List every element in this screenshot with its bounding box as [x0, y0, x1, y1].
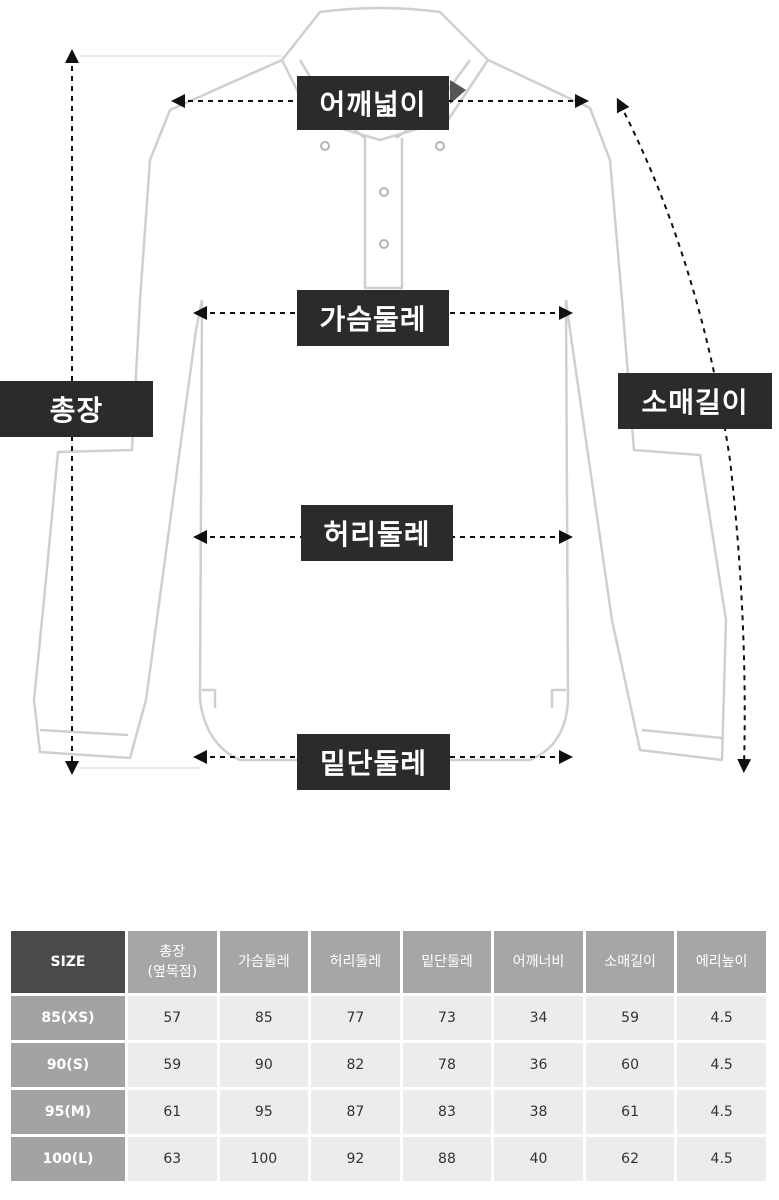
hem-label: 밑단둘레 — [297, 734, 450, 790]
table-cell: 77 — [311, 996, 400, 1040]
size-header: SIZE — [11, 931, 125, 993]
total-length-label: 총장 — [0, 381, 153, 437]
sleeve-arrow — [616, 97, 752, 773]
table-cell: 4.5 — [677, 1090, 766, 1134]
table-cell: 63 — [128, 1137, 217, 1181]
table-cell: 60 — [585, 1043, 675, 1087]
waist-label: 허리둘레 — [301, 505, 453, 561]
table-cell: 4.5 — [677, 1043, 766, 1087]
table-cell: 61 — [128, 1090, 217, 1134]
chest-label: 가슴둘레 — [297, 290, 449, 346]
table-cell: 57 — [128, 996, 217, 1040]
table-cell: 40 — [494, 1137, 583, 1181]
column-header-waist: 허리둘레 — [311, 931, 400, 993]
size-cell: 100(L) — [11, 1137, 125, 1181]
size-cell: 85(XS) — [11, 996, 125, 1040]
table-cell: 100 — [219, 1137, 309, 1181]
table-cell: 78 — [402, 1043, 492, 1087]
table-cell: 88 — [402, 1137, 492, 1181]
column-header-collar: 에리높이 — [677, 931, 766, 993]
column-header-total-length: 총장 (옆목점) — [128, 931, 217, 993]
table-cell: 95 — [219, 1090, 309, 1134]
column-header-hem: 밑단둘레 — [402, 931, 492, 993]
size-table: SIZE 총장 (옆목점) 가슴둘레 허리둘레 밑단둘레 어깨너비 소매길이 에… — [8, 928, 769, 1184]
collar-button — [320, 141, 330, 151]
column-header-shoulder: 어깨너비 — [494, 931, 583, 993]
table-cell: 62 — [585, 1137, 675, 1181]
table-cell: 36 — [494, 1043, 583, 1087]
shoulder-label: 어깨넓이 — [297, 76, 449, 130]
table-cell: 59 — [128, 1043, 217, 1087]
sleeve-label: 소매길이 — [618, 373, 772, 429]
table-row: 100(L) 63 100 92 88 40 62 4.5 — [11, 1137, 766, 1181]
table-row: 85(XS) 57 85 77 73 34 59 4.5 — [11, 996, 766, 1040]
buttons — [320, 141, 445, 249]
table-cell: 85 — [219, 996, 309, 1040]
table-cell: 4.5 — [677, 1137, 766, 1181]
table-cell: 73 — [402, 996, 492, 1040]
table-cell: 82 — [311, 1043, 400, 1087]
table-row: 95(M) 61 95 87 83 38 61 4.5 — [11, 1090, 766, 1134]
column-header-sleeve: 소매길이 — [585, 931, 675, 993]
collar-button — [435, 141, 445, 151]
size-cell: 95(M) — [11, 1090, 125, 1134]
table-cell: 61 — [585, 1090, 675, 1134]
shirt-button — [379, 239, 389, 249]
table-cell: 38 — [494, 1090, 583, 1134]
table-cell: 4.5 — [677, 996, 766, 1040]
column-header-chest: 가슴둘레 — [219, 931, 309, 993]
size-cell: 90(S) — [11, 1043, 125, 1087]
table-row: 90(S) 59 90 82 78 36 60 4.5 — [11, 1043, 766, 1087]
table-cell: 90 — [219, 1043, 309, 1087]
table-cell: 83 — [402, 1090, 492, 1134]
table-cell: 34 — [494, 996, 583, 1040]
table-cell: 59 — [585, 996, 675, 1040]
shirt-button — [379, 187, 389, 197]
table-cell: 92 — [311, 1137, 400, 1181]
table-cell: 87 — [311, 1090, 400, 1134]
table-header-row: SIZE 총장 (옆목점) 가슴둘레 허리둘레 밑단둘레 어깨너비 소매길이 에… — [11, 931, 766, 993]
measurement-diagram: 어깨넓이 가슴둘레 총장 소매길이 허리둘레 밑단둘레 — [0, 6, 772, 790]
